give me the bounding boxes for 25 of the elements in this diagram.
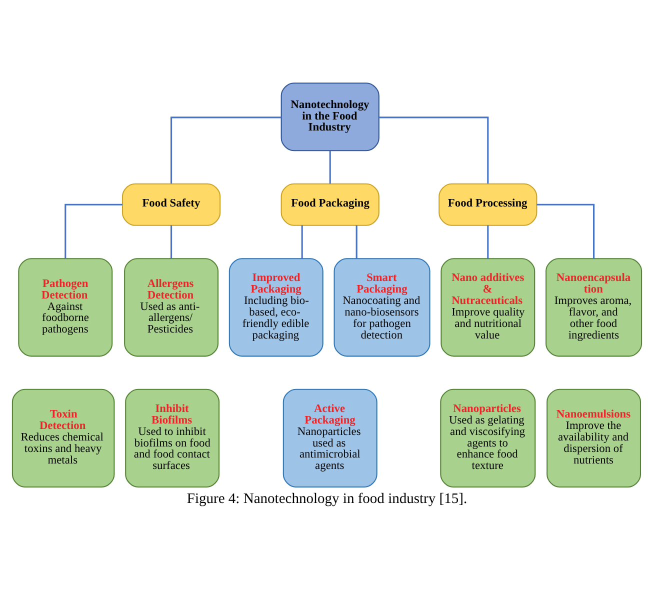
connector <box>536 203 595 258</box>
connector <box>379 116 489 183</box>
node-box: Nanoencapsula tion Improves aroma, flavor, and other food ingredients <box>546 258 642 356</box>
node-box: Food Safety <box>122 182 221 226</box>
connector <box>356 224 358 258</box>
node-box: Food Processing <box>438 182 538 226</box>
caption: Figure 4: Nanotechnology in food industry [15]. <box>186 490 468 506</box>
node-box: Active Packaging Nanoparticles used as antimicrobial agents <box>282 388 378 487</box>
connector <box>487 224 489 258</box>
node-box: Nano additives & Nutraceuticals Improve quality and nutritional value <box>440 258 536 356</box>
node-box: Food Packaging <box>280 182 380 226</box>
node-box: Pathogen Detection Against foodborne pathogens <box>18 258 113 356</box>
node-box: Nanoparticles Used as gelating and viscosifying agents to enhance food texture <box>440 388 536 487</box>
connector <box>170 116 282 183</box>
connector <box>301 224 303 258</box>
connector <box>64 203 122 258</box>
node-box: Allergens Detection Used as anti-allergens/ Pesticides <box>124 258 219 356</box>
node-box: Improved Packaging Including bio-based, eco-friendly edible packaging <box>228 258 324 356</box>
node-box: Smart Packaging Nanocoating and nano-biosensors for pathogen detection <box>334 258 430 356</box>
connector <box>329 150 331 184</box>
node-box: Inhibit Biofilms Used to inhibit biofilms on food and food contact surfaces <box>125 388 220 487</box>
node-box: Nanotechnology in the Food Industry <box>280 82 380 151</box>
node-box: Nanoemulsions Improve the availability and dispersion of nutrients <box>546 388 642 487</box>
connector <box>170 224 172 258</box>
node-box: Toxin Detection Reduces chemical toxins and heavy metals <box>12 388 115 487</box>
